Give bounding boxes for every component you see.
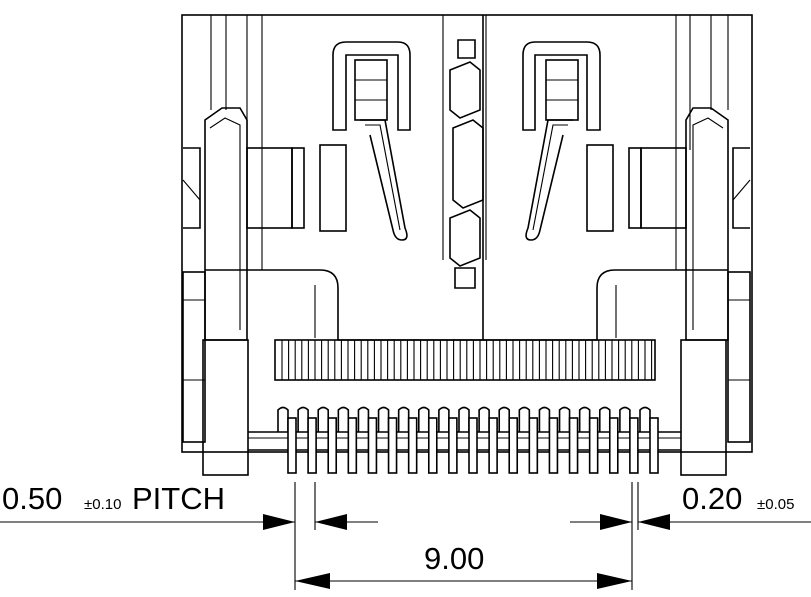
width-arrow-right (638, 514, 670, 530)
span-value: 9.00 (424, 541, 484, 576)
width-tolerance: ±0.05 (757, 496, 794, 513)
pitch-tolerance: ±0.10 (84, 496, 121, 513)
connector-housing (181, 14, 753, 453)
span-arrow-left (295, 573, 330, 589)
right-spring-contact (522, 41, 601, 241)
left-spring-contact (332, 41, 411, 241)
width-arrow-left (600, 514, 632, 530)
pitch-label: PITCH (132, 481, 225, 516)
terminal-pins (277, 406, 659, 474)
center-interlock (449, 39, 484, 289)
pitch-value: 0.50 (2, 481, 62, 516)
upper-contact-comb (274, 339, 656, 381)
pitch-arrow-right (315, 514, 347, 530)
terminal-rail (202, 339, 727, 476)
right-latch (586, 107, 751, 443)
pitch-arrow-left (263, 514, 295, 530)
dimension-lines (0, 482, 811, 590)
left-latch (182, 107, 347, 443)
span-arrow-right (597, 573, 632, 589)
width-value: 0.20 (682, 481, 742, 516)
